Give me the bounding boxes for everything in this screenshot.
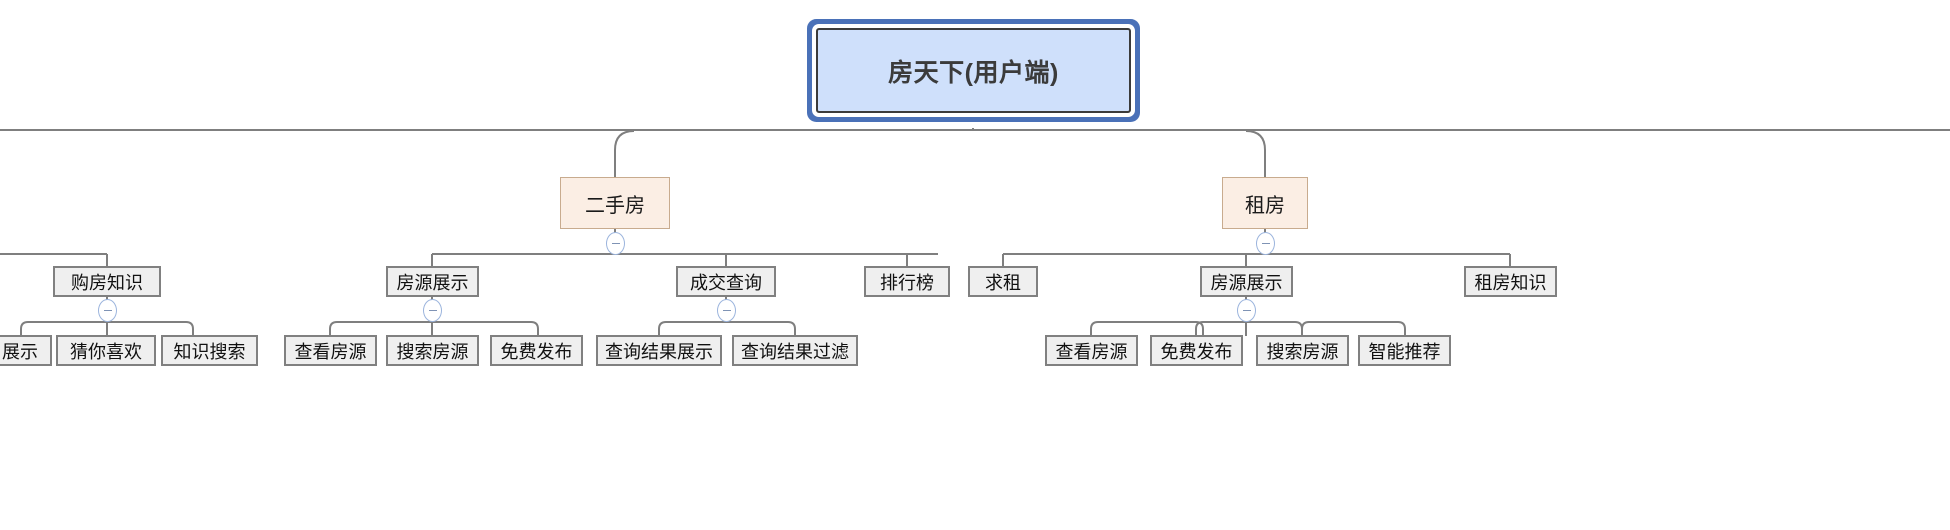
edge-fy1-children-bus	[329, 321, 539, 336]
node-cainixihuan[interactable]: 猜你喜欢	[56, 335, 156, 366]
toggle-collapse-fangyuan-zhanshi-zufang[interactable]	[1237, 299, 1256, 322]
toggle-collapse-goufang-zhishi[interactable]	[98, 299, 117, 322]
toggle-collapse-zufang[interactable]	[1256, 232, 1275, 255]
node-chaxun-jieguo-guolv[interactable]: 查询结果过滤	[732, 335, 858, 366]
edge-fy2-bus-b	[1195, 321, 1303, 336]
node-chaxun-jieguo-zhanshi[interactable]: 查询结果展示	[596, 335, 722, 366]
node-chengjiao-chaxun[interactable]: 成交查询	[676, 266, 776, 297]
node-mianfei-fabu-1[interactable]: 免费发布	[490, 335, 583, 366]
toggle-collapse-fangyuan-zhanshi-ershoufang[interactable]	[423, 299, 442, 322]
node-fangyuan-zhanshi-ershoufang[interactable]: 房源展示	[386, 266, 479, 297]
edge-fy2-bus-a	[1090, 321, 1204, 336]
node-zhishi-sousuo[interactable]: 知识搜索	[161, 335, 258, 366]
node-fangyuan-zhanshi-zufang[interactable]: 房源展示	[1200, 266, 1293, 297]
toggle-collapse-ershoufang[interactable]	[606, 232, 625, 255]
node-zhineng-tuijian[interactable]: 智能推荐	[1358, 335, 1451, 366]
node-sousuo-fangyuan-2[interactable]: 搜索房源	[1256, 335, 1349, 366]
node-goufang-zhishi[interactable]: 购房知识	[53, 266, 161, 297]
node-qiuzu[interactable]: 求租	[968, 266, 1038, 297]
node-sousuo-fangyuan-1[interactable]: 搜索房源	[386, 335, 479, 366]
node-mianfei-fabu-2[interactable]: 免费发布	[1150, 335, 1243, 366]
node-zhanshi[interactable]: 展示	[0, 335, 52, 366]
node-root[interactable]: 房天下(用户端)	[816, 28, 1131, 113]
edge-cjcx-children-bus	[658, 321, 796, 336]
node-branch-ershoufang[interactable]: 二手房	[560, 177, 670, 229]
toggle-collapse-chengjiao-chaxun[interactable]	[717, 299, 736, 322]
edge-goufangzhishi-children-bus	[20, 321, 194, 336]
edge-fy2-bus-c	[1301, 321, 1406, 336]
node-chakan-fangyuan-2[interactable]: 查看房源	[1045, 335, 1138, 366]
node-zufang-zhishi[interactable]: 租房知识	[1464, 266, 1557, 297]
node-branch-zufang[interactable]: 租房	[1222, 177, 1308, 229]
node-paihangbang[interactable]: 排行榜	[864, 266, 950, 297]
node-chakan-fangyuan-1[interactable]: 查看房源	[284, 335, 377, 366]
